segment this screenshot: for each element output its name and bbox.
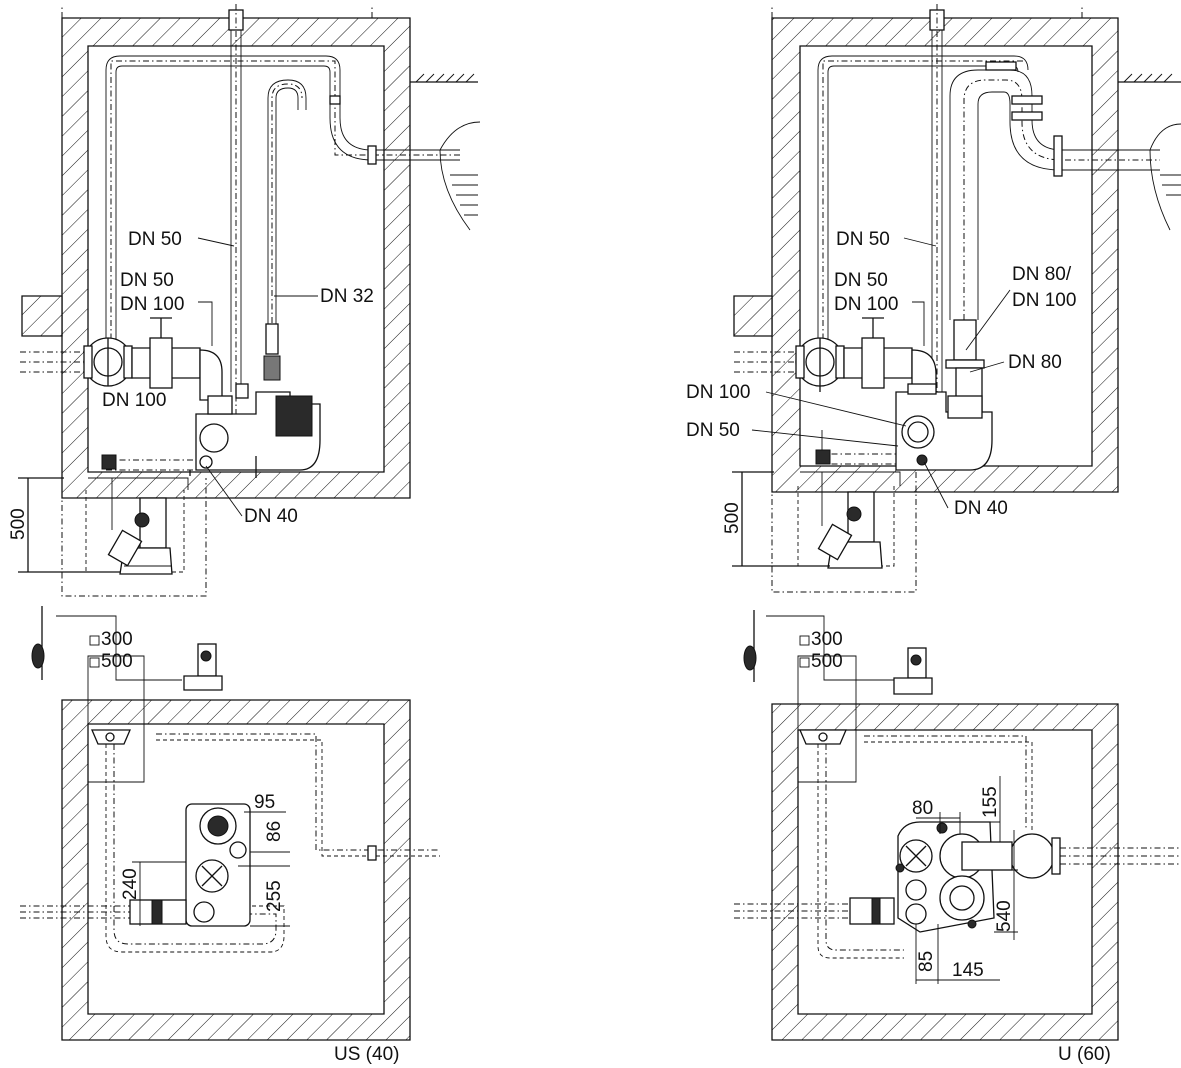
left-label-dn100-inlet: DN 100 (102, 390, 166, 411)
left-plan-wall (61, 699, 411, 1041)
right-label-dn50-left: DN 50 (686, 420, 740, 441)
left-label-dn50-vent: DN 50 (128, 229, 182, 250)
left-dim-sq500: 500 (101, 651, 133, 672)
left-dim-95: 95 (254, 792, 275, 813)
left-elevation-view: 500 DN 50 DN 32 DN 50 DN 100 DN 100 DN 4… (8, 4, 481, 597)
left-label-dn32: DN 32 (320, 286, 374, 307)
right-label-dn100-side: DN 100 (834, 294, 898, 315)
left-dim-240: 240 (120, 868, 141, 900)
left-label-dn40: DN 40 (244, 506, 298, 527)
right-dim-540: 540 (994, 900, 1015, 932)
left-label-dn50-side: DN 50 (120, 270, 174, 291)
right-label-dn100-left: DN 100 (686, 382, 750, 403)
right-dim-145: 145 (952, 960, 984, 981)
left-plan-view: 300 500 95 86 255 24 (20, 606, 440, 1065)
right-dim-85: 85 (916, 951, 937, 972)
right-label-dn50-side: DN 50 (834, 270, 888, 291)
right-label-dn40: DN 40 (954, 498, 1008, 519)
left-dim-255: 255 (264, 880, 285, 912)
left-label-dn100-side: DN 100 (120, 294, 184, 315)
left-dim-sq300: 300 (101, 629, 133, 650)
right-elevation-view: 500 DN 50 DN 50 DN 100 DN 80/ DN 100 DN … (686, 4, 1181, 593)
left-dim-86: 86 (264, 821, 285, 842)
right-label-dn50-vent: DN 50 (836, 229, 890, 250)
right-plan-view: 300 500 80 (734, 610, 1181, 1065)
right-dim-sq300: 300 (811, 629, 843, 650)
right-dim-80: 80 (912, 798, 933, 819)
right-depth-dimension: 500 (722, 502, 743, 534)
left-caption: US (40) (334, 1044, 399, 1065)
left-depth-dimension: 500 (8, 508, 29, 540)
right-caption: U (60) (1058, 1044, 1111, 1065)
right-plan-wall (771, 703, 1119, 1041)
right-dim-sq500: 500 (811, 651, 843, 672)
right-dim-155: 155 (980, 786, 1001, 818)
right-label-dn80: DN 80 (1008, 352, 1062, 373)
right-label-dn80-100b: DN 100 (1012, 290, 1076, 311)
left-elevation-wall (61, 17, 411, 499)
right-label-dn80-100: DN 80/ (1012, 264, 1072, 285)
